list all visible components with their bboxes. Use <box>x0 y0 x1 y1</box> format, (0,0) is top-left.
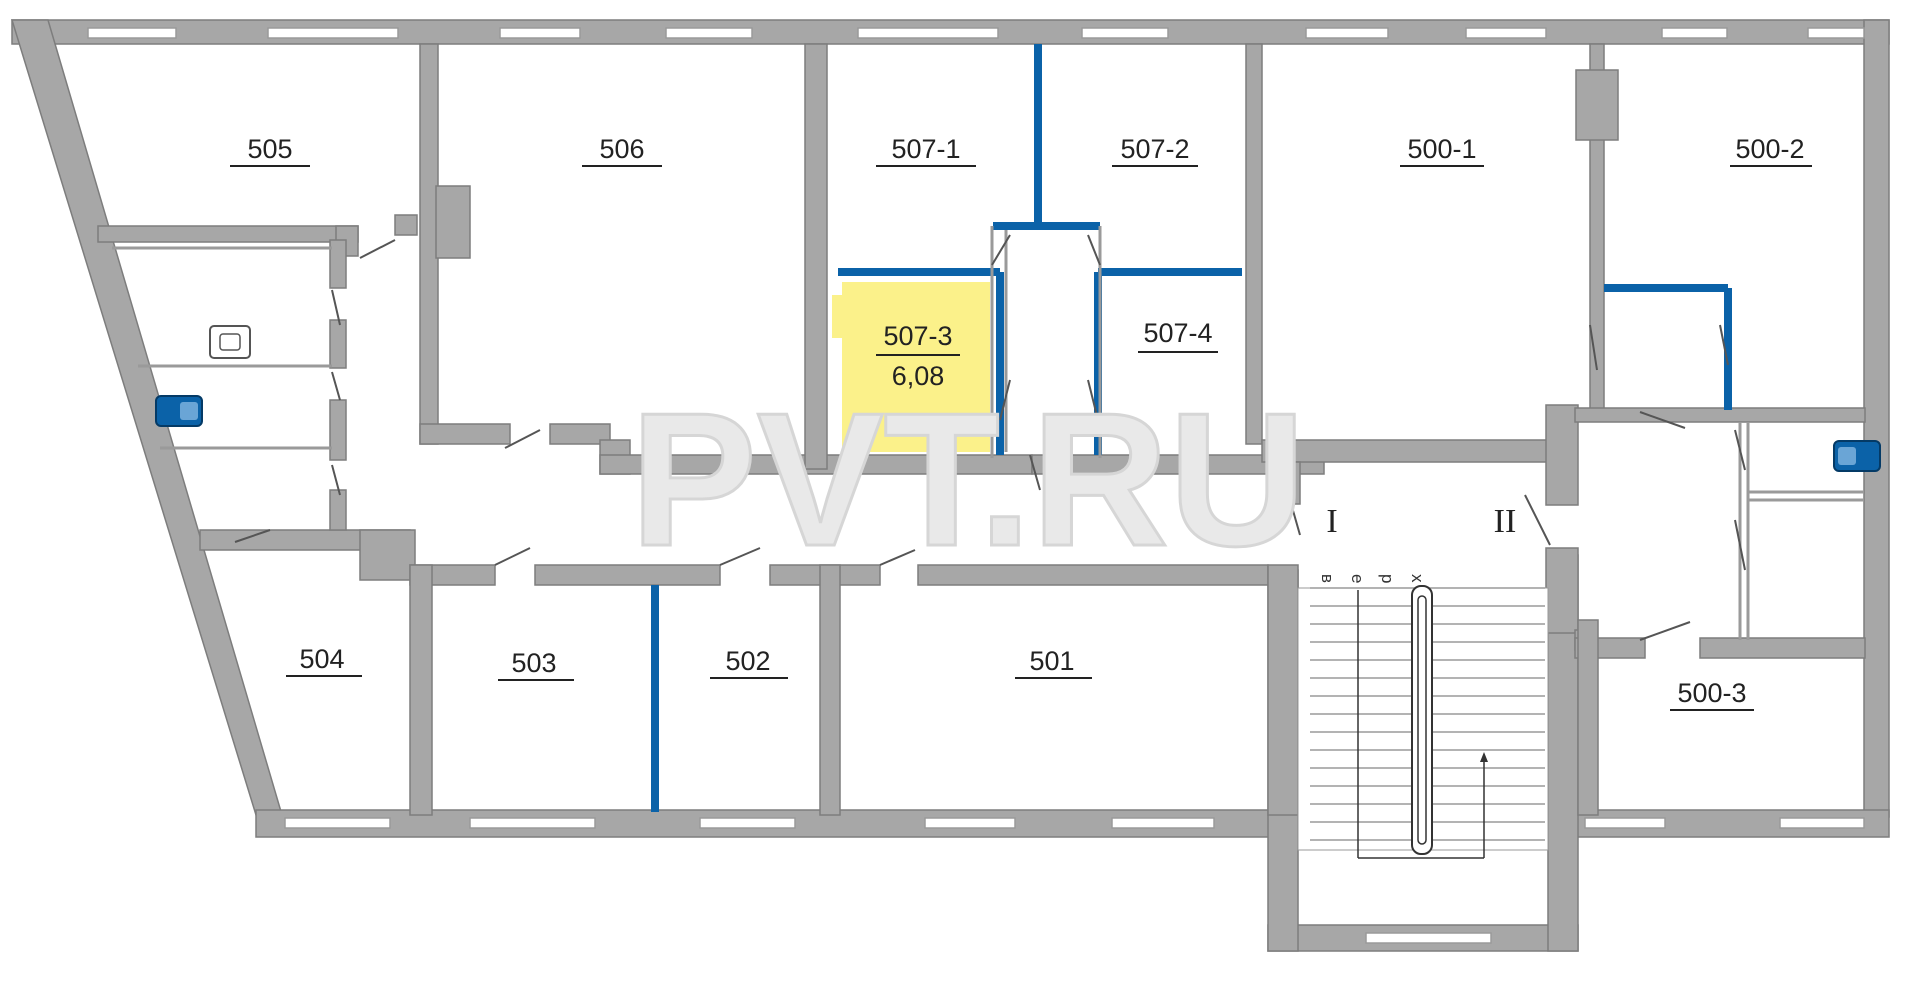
room-label-502[interactable]: 502 <box>725 646 770 676</box>
blue-partitions <box>651 44 1732 812</box>
watermark: PVT.RU <box>630 374 1306 586</box>
stair-letter-1: в <box>1318 574 1337 583</box>
stair-label-II: II <box>1494 503 1517 540</box>
toilet-icon-right <box>1833 440 1881 472</box>
room-labels[interactable]: 505 506 507-1 507-2 500-1 500-2 507-3 6,… <box>230 134 1812 711</box>
room-label-505[interactable]: 505 <box>247 134 292 164</box>
staircase <box>1297 585 1549 859</box>
room-label-506[interactable]: 506 <box>599 134 644 164</box>
room-label-507-4[interactable]: 507-4 <box>1143 318 1212 348</box>
room-label-500-1[interactable]: 500-1 <box>1407 134 1476 164</box>
room-label-500-3[interactable]: 500-3 <box>1677 678 1746 708</box>
room-label-507-3[interactable]: 507-3 <box>883 321 952 351</box>
doors <box>234 234 1746 641</box>
thin-partitions <box>112 230 1864 640</box>
windows <box>87 27 1865 944</box>
room-507-3-highlight[interactable] <box>832 282 990 452</box>
toilet-icon-left <box>155 395 203 427</box>
stair-direction-label: в е р х <box>1318 574 1427 583</box>
room-label-504[interactable]: 504 <box>299 644 344 674</box>
room-label-500-2[interactable]: 500-2 <box>1735 134 1804 164</box>
stair-letter-3: р <box>1378 574 1397 583</box>
stair-letter-4: х <box>1408 574 1427 583</box>
stair-letter-2: е <box>1348 574 1367 583</box>
room-label-501[interactable]: 501 <box>1029 646 1074 676</box>
sink-icon <box>209 325 251 359</box>
stair-label-I: I <box>1326 503 1337 540</box>
room-label-503[interactable]: 503 <box>511 648 556 678</box>
room-label-507-2[interactable]: 507-2 <box>1120 134 1189 164</box>
room-area-507-3: 6,08 <box>892 361 945 391</box>
room-label-507-1[interactable]: 507-1 <box>891 134 960 164</box>
